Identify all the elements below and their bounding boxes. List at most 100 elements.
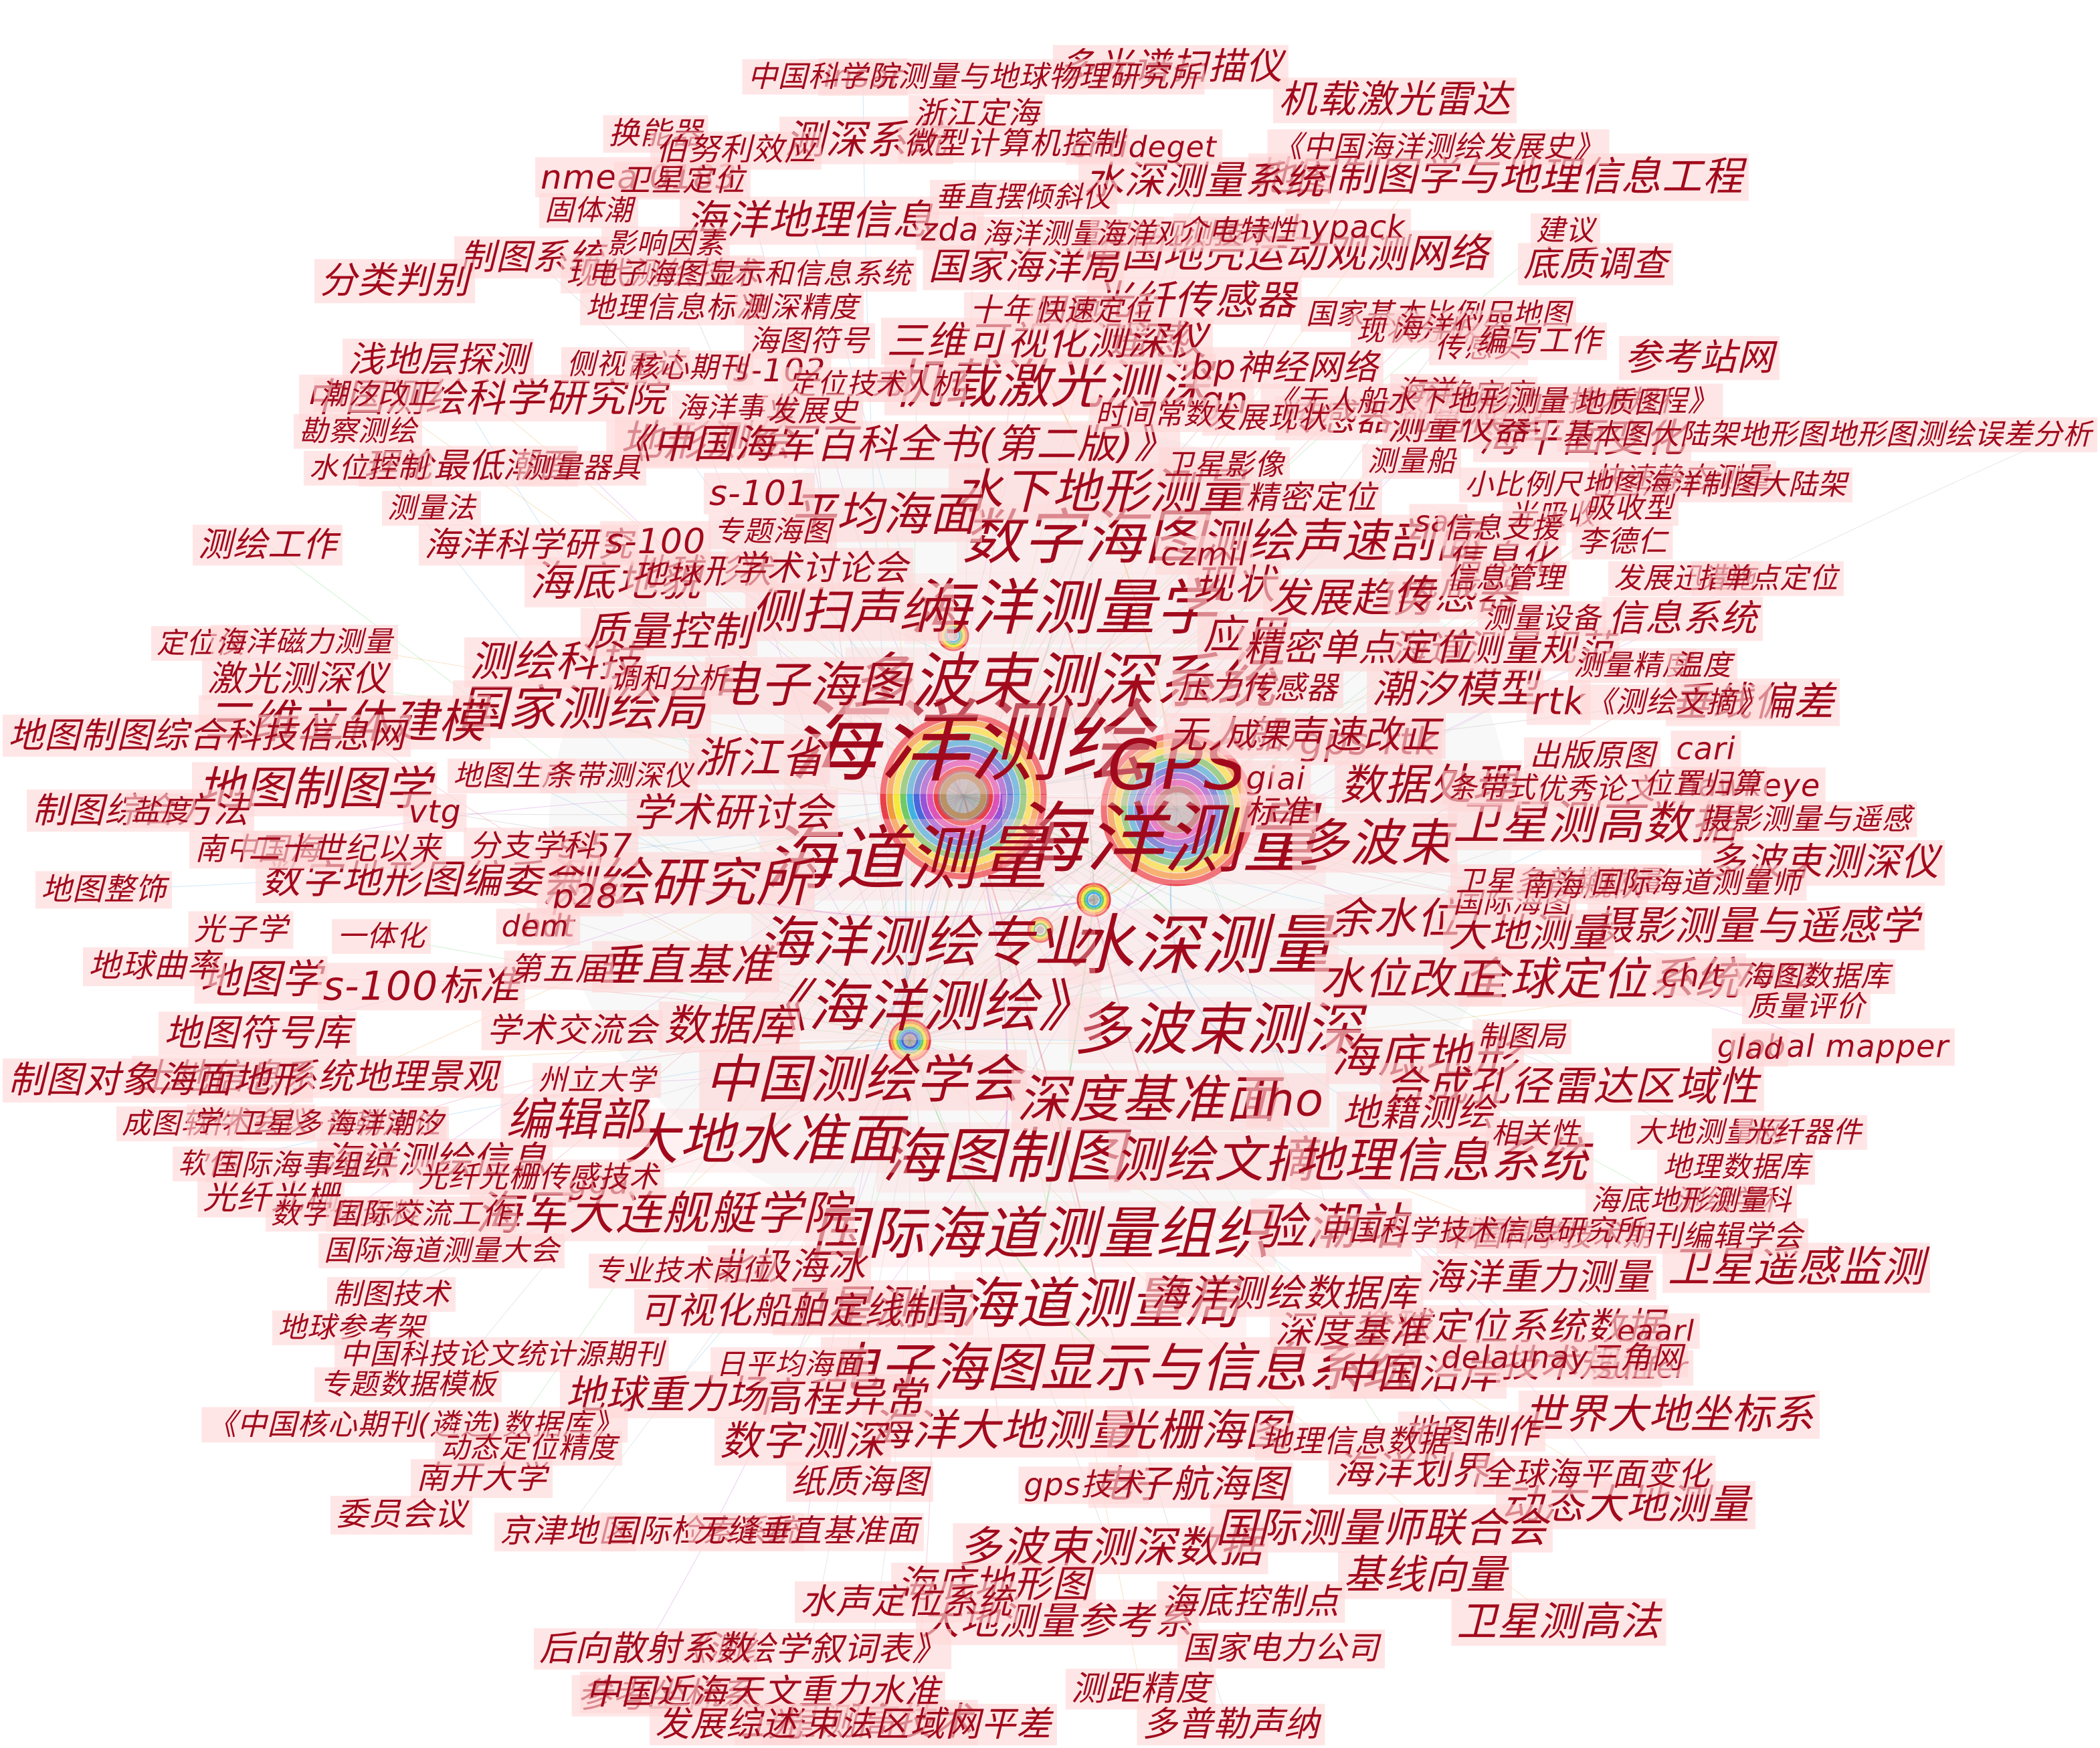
keyword-label: 李德仁 bbox=[1571, 524, 1673, 560]
keyword-label: 单点定位 bbox=[1715, 561, 1844, 597]
node-ring bbox=[1031, 920, 1050, 939]
keyword-label: 建议 bbox=[1531, 213, 1600, 249]
keyword-label: 地质图 bbox=[1568, 385, 1670, 421]
node-core bbox=[903, 1034, 917, 1047]
graph-edge bbox=[1062, 682, 1095, 900]
keyword-label: 光纤器件 bbox=[1739, 1114, 1867, 1151]
keyword-label: 世界大地坐标系 bbox=[1518, 1390, 1820, 1440]
graph-edge bbox=[1082, 491, 1101, 900]
graph-edge bbox=[909, 434, 2061, 1041]
keyword-label: s-100 bbox=[599, 520, 712, 563]
keyword-label: 制图对象海面地形 bbox=[2, 1058, 314, 1102]
keyword-label: 基本图大陆架地形图地形图测绘误差分析 bbox=[1557, 417, 2097, 453]
keyword-label: 光束法区域网平差 bbox=[762, 1703, 1058, 1745]
keyword-label: czmil bbox=[1155, 536, 1254, 575]
keyword-label: 温度 bbox=[1668, 648, 1737, 684]
keyword-label: 核心期刊 bbox=[625, 350, 753, 386]
keyword-label: 海洋潮汐 bbox=[320, 1106, 449, 1142]
keyword-label: 电子海图 bbox=[705, 657, 914, 714]
keyword-label: 制图局 bbox=[1472, 1019, 1571, 1055]
keyword-label: 光纤光栅传感技术 bbox=[413, 1159, 664, 1195]
keyword-label: 第五届 bbox=[504, 951, 613, 989]
graph-edge bbox=[645, 1040, 911, 1650]
keyword-label: 国际海道测量组织 bbox=[804, 1201, 1276, 1268]
graph-edge bbox=[481, 795, 964, 1479]
keyword-label: 信息管理 bbox=[1441, 561, 1569, 597]
keyword-label: hypack bbox=[1285, 209, 1411, 246]
keyword-label: 定位技术 bbox=[782, 367, 911, 403]
keyword-label: s-100标准 bbox=[317, 963, 526, 1011]
keyword-label: 《中国海军百科全书(第二版)》 bbox=[606, 421, 1180, 469]
keyword-label: 测量设备 bbox=[1478, 601, 1606, 637]
keyword-label: 发展综述 bbox=[649, 1703, 803, 1745]
keyword-label: 测距精度 bbox=[1065, 1668, 1216, 1710]
keyword-label: 测量法 bbox=[382, 490, 481, 526]
keyword-label: vtg bbox=[403, 793, 467, 832]
node-ring bbox=[880, 712, 1047, 880]
keyword-label: 测深精度 bbox=[735, 290, 864, 326]
keyword-label: 地图制图学 bbox=[192, 762, 437, 817]
keyword-label: 委员会议 bbox=[330, 1496, 473, 1535]
graph-edge bbox=[963, 795, 1285, 1295]
node-ring bbox=[913, 746, 1014, 846]
keyword-label: 海洋重力测量 bbox=[1420, 1256, 1657, 1300]
keyword-label: 余水位 bbox=[1324, 894, 1466, 945]
keyword-label: 大地水准面 bbox=[618, 1108, 907, 1173]
keyword-label: s-101 bbox=[703, 472, 816, 515]
keyword-label: 参考站网 bbox=[1618, 336, 1780, 380]
keyword-label: 学术研讨会 bbox=[626, 789, 839, 837]
keyword-label: 海洋磁力测量 bbox=[211, 624, 398, 660]
keyword-label: 编写工作 bbox=[1470, 322, 1607, 360]
keyword-label: 海洋测绘数据库 bbox=[1145, 1272, 1424, 1317]
keyword-label: cari bbox=[1671, 731, 1741, 768]
keyword-label: 学术讨论会 bbox=[725, 547, 914, 590]
keyword-label: 中国科学技术信息研究所 bbox=[1315, 1213, 1649, 1249]
keyword-label: 水深测量系统 bbox=[1078, 157, 1331, 205]
node-ring bbox=[906, 739, 1020, 853]
keyword-label: lad bbox=[1730, 1031, 1789, 1067]
keyword-label: 数字测深 bbox=[714, 1417, 892, 1466]
keyword-label: 海底控制点 bbox=[1157, 1581, 1345, 1624]
keyword-label: 数据库 bbox=[658, 1001, 800, 1052]
keyword-label: 质量控制 bbox=[580, 607, 758, 657]
keyword-label: 海军大连舰艇学院 bbox=[470, 1187, 855, 1242]
keyword-label: 专题数据模板 bbox=[314, 1367, 502, 1403]
keyword-label: 垂直基准 bbox=[591, 941, 780, 993]
keyword-label: 海图制图 bbox=[876, 1122, 1131, 1193]
node-ring bbox=[1127, 759, 1228, 860]
keyword-label: 动态定位精度 bbox=[435, 1430, 622, 1466]
keyword-label: 位置归算 bbox=[1638, 766, 1767, 802]
graph-edge bbox=[1092, 899, 1149, 1101]
keyword-label: 专题海图 bbox=[708, 514, 837, 550]
keyword-label: 信息系统 bbox=[1602, 597, 1763, 641]
keyword-label: 摄影测量与遥感 bbox=[1695, 801, 1917, 838]
keyword-label: 州立大学 bbox=[533, 1062, 661, 1098]
keyword-label: 微型计算机控制 bbox=[898, 125, 1129, 163]
keyword-label: 海图数据库 bbox=[1737, 959, 1895, 995]
keyword-label: 水位控制 bbox=[304, 450, 432, 486]
keyword-label: 国际海道测量师 bbox=[1585, 865, 1807, 901]
node-ring bbox=[900, 733, 1027, 860]
keyword-label: 精密单点定位 bbox=[1238, 626, 1478, 672]
keyword-label: 国际测量师联合会 bbox=[1210, 1504, 1553, 1553]
node-ring bbox=[893, 726, 1034, 866]
keyword-label: 基线向量 bbox=[1338, 1551, 1512, 1599]
keyword-label: iho bbox=[1246, 1073, 1330, 1128]
keyword-label: 机载激光雷达 bbox=[1273, 78, 1517, 123]
keyword-label: 发展现状 bbox=[1202, 400, 1333, 436]
node-core bbox=[1088, 894, 1099, 905]
keyword-label: 测绘文摘 bbox=[1109, 1131, 1320, 1190]
keyword-label: 多波束测深 bbox=[1068, 997, 1367, 1064]
node-ring bbox=[1027, 916, 1054, 943]
keyword-label: ai bbox=[1271, 761, 1311, 798]
keyword-label: 海洋测绘专业 bbox=[751, 911, 1095, 975]
keyword-label: 地图整饰 bbox=[35, 871, 172, 908]
keyword-label: 固体潮 bbox=[539, 193, 638, 229]
keyword-label: 国家电力公司 bbox=[1177, 1630, 1386, 1668]
keyword-label: 国家海洋局 bbox=[923, 245, 1125, 290]
keyword-label: 编辑部 bbox=[500, 1093, 650, 1148]
node-ring bbox=[901, 1032, 919, 1049]
keyword-label: 地理信息数据 bbox=[1255, 1423, 1454, 1460]
keyword-label: 浅地层探测 bbox=[343, 338, 534, 381]
keyword-label: 海底地形测量 bbox=[1586, 1183, 1773, 1219]
